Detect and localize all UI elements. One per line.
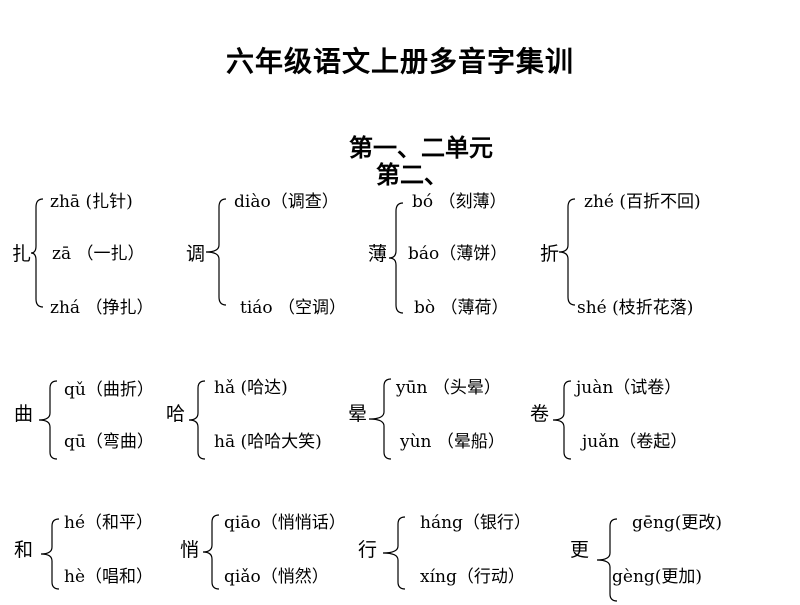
pinyin-entry: juǎn（卷起） bbox=[582, 432, 688, 452]
pinyin-entry: qiǎo（悄然） bbox=[224, 567, 329, 587]
pinyin-entry: háng（银行） bbox=[420, 513, 531, 533]
pinyin-entry: juàn（试卷） bbox=[576, 378, 682, 398]
pinyin-entry: báo（薄饼） bbox=[408, 244, 508, 264]
brace-icon bbox=[368, 378, 392, 460]
entry-char: 曲 bbox=[14, 403, 34, 425]
pinyin-entry: qiāo（悄悄话） bbox=[224, 513, 346, 533]
pinyin-entry: xíng（行动） bbox=[420, 567, 525, 587]
brace-icon bbox=[40, 518, 60, 590]
entry-char: 悄 bbox=[180, 539, 200, 561]
brace-icon bbox=[558, 198, 576, 306]
pinyin-entry: bó （刻薄） bbox=[412, 192, 507, 212]
entry-char: 调 bbox=[186, 243, 206, 265]
pinyin-entry: zā （一扎） bbox=[52, 244, 145, 264]
entry-char: 行 bbox=[358, 539, 378, 561]
pinyin-entry: zhé (百折不回) bbox=[584, 192, 701, 212]
entry-char: 哈 bbox=[166, 403, 186, 425]
pinyin-entry: zhá （挣扎） bbox=[50, 298, 154, 318]
entry-char: 卷 bbox=[530, 403, 550, 425]
brace-icon bbox=[552, 380, 572, 460]
brace-icon bbox=[38, 380, 58, 460]
pinyin-entry: qǔ（曲折） bbox=[64, 380, 154, 400]
pinyin-entry: hè（唱和） bbox=[64, 567, 154, 587]
pinyin-entry: yùn （晕船） bbox=[400, 432, 505, 452]
pinyin-entry: diào（调查） bbox=[234, 192, 339, 212]
section-title: 第一、二单元 bbox=[349, 134, 493, 162]
pinyin-entry: bò （薄荷） bbox=[414, 298, 509, 318]
pinyin-entry: gēng(更改) bbox=[632, 513, 723, 533]
entry-char: 薄 bbox=[368, 243, 388, 265]
brace-icon bbox=[205, 198, 227, 306]
brace-icon bbox=[188, 380, 206, 460]
entry-char: 晕 bbox=[348, 403, 368, 425]
entry-char: 和 bbox=[14, 539, 34, 561]
page-title: 六年级语文上册多音字集训 bbox=[225, 45, 574, 78]
pinyin-entry: yūn （头晕） bbox=[396, 378, 501, 398]
section-title-fragment: 第二、 bbox=[376, 161, 448, 189]
brace-icon bbox=[382, 516, 406, 590]
pinyin-entry: hā (哈哈大笑) bbox=[214, 432, 322, 452]
pinyin-entry: shé (枝折花落) bbox=[577, 298, 694, 318]
brace-icon bbox=[202, 514, 220, 590]
pinyin-entry: tiáo （空调） bbox=[240, 298, 347, 318]
pinyin-entry: gèng(更加) bbox=[612, 567, 703, 587]
pinyin-entry: hé（和平） bbox=[64, 513, 154, 533]
brace-icon bbox=[596, 518, 618, 602]
entry-char: 扎 bbox=[12, 243, 32, 265]
entry-char: 折 bbox=[540, 243, 560, 265]
pinyin-entry: zhā (扎针) bbox=[50, 192, 133, 212]
pinyin-entry: qū（弯曲） bbox=[64, 432, 154, 452]
pinyin-entry: hǎ (哈达) bbox=[214, 378, 288, 398]
brace-icon bbox=[30, 198, 44, 308]
brace-icon bbox=[388, 202, 404, 314]
entry-char: 更 bbox=[570, 539, 590, 561]
